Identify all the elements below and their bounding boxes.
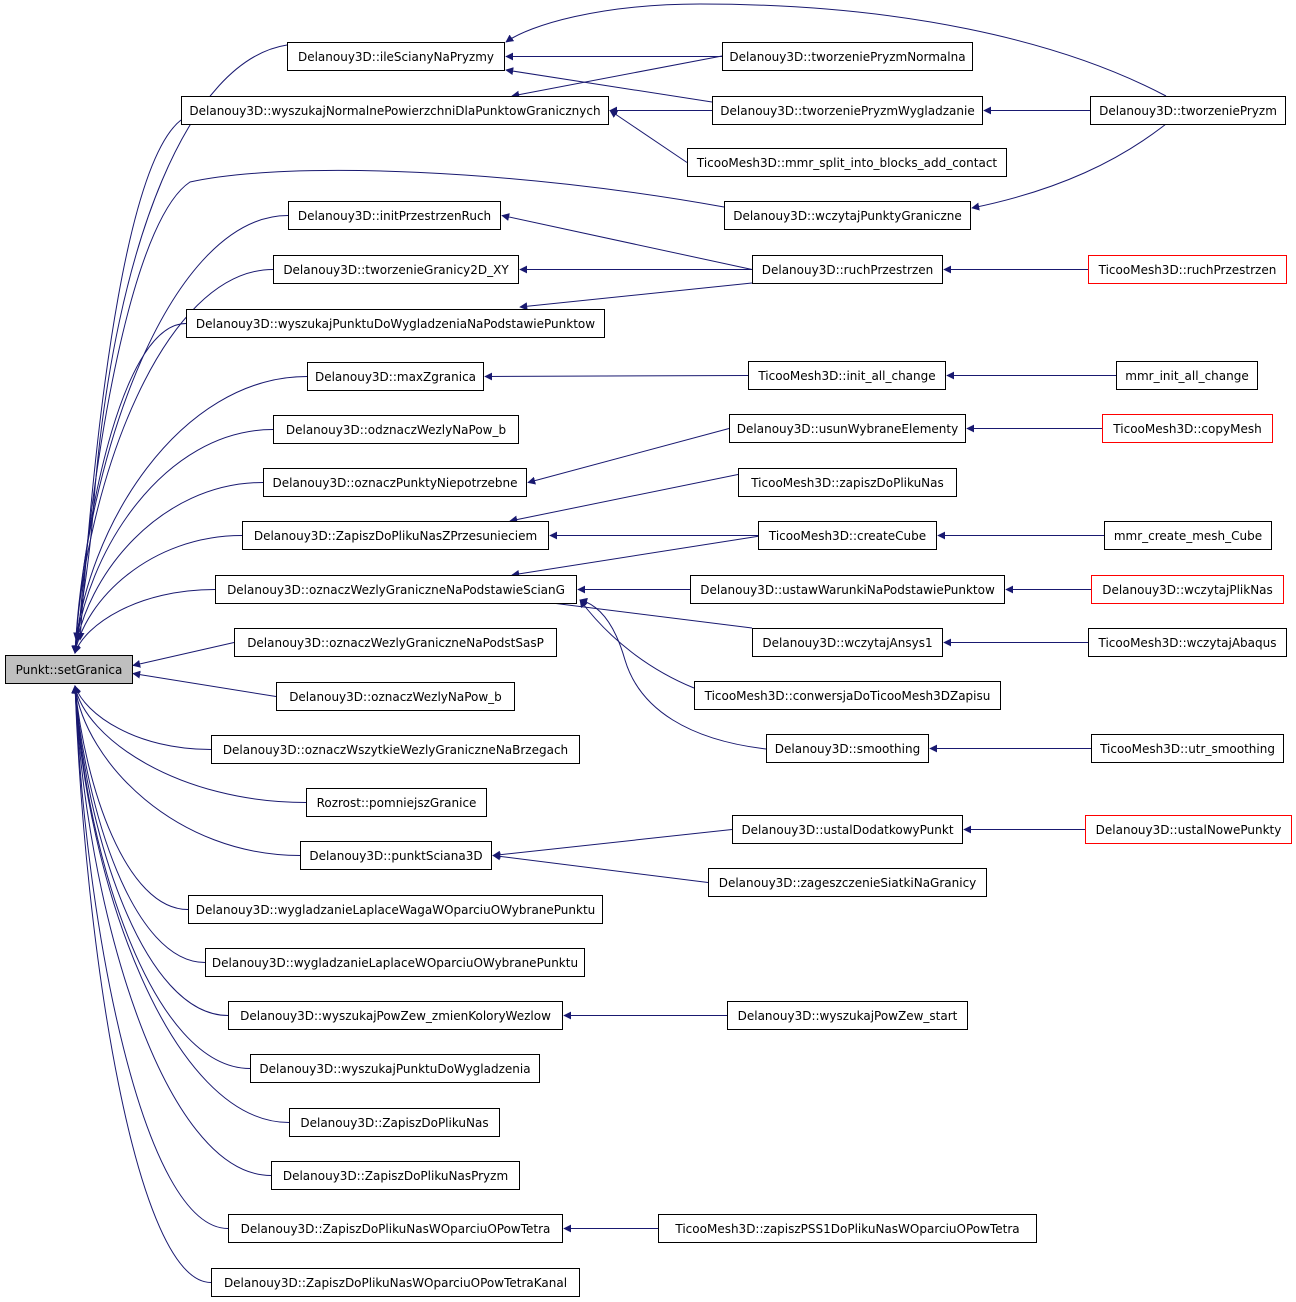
caller-node[interactable]: Delanouy3D::wczytajAnsys1 [752, 628, 943, 657]
caller-node[interactable]: Delanouy3D::ruchPrzestrzen [752, 255, 943, 284]
caller-node[interactable]: Delanouy3D::oznaczWezlyGraniczneNaPodsta… [215, 575, 577, 604]
caller-node[interactable]: Delanouy3D::punktSciana3D [300, 841, 492, 870]
caller-node[interactable]: TicooMesh3D::zapiszPSS1DoPlikuNasWOparci… [658, 1214, 1037, 1243]
caller-node[interactable]: Delanouy3D::ileScianyNaPryzmy [287, 42, 505, 71]
call-edge-n5-to-root [71, 323, 187, 654]
caller-node[interactable]: Delanouy3D::odznaczWezlyNaPow_b [273, 415, 519, 444]
caller-node[interactable]: Delanouy3D::wyszukajPunktuDoWygladzenia [250, 1054, 540, 1083]
call-edge-m5-to-n3 [501, 213, 753, 270]
call-edge-n19-to-root [71, 685, 251, 1069]
caller-node[interactable]: Delanouy3D::ZapiszDoPlikuNasZPrzesunieci… [242, 521, 549, 550]
caller-node[interactable]: Delanouy3D::wczytajPlikNas [1091, 575, 1284, 604]
call-edge-m8-to-n9 [509, 469, 761, 524]
caller-node[interactable]: Delanouy3D::zageszczenieSiatkiNaGranicy [708, 868, 987, 897]
root-node: Punkt::setGranica [5, 655, 133, 684]
call-edge-m12-to-n10 [579, 599, 695, 689]
call-edge-m2-to-n1 [505, 67, 713, 103]
call-edge-n15-to-root [71, 685, 301, 856]
caller-node[interactable]: TicooMesh3D::zapiszDoPlikuNas [738, 468, 957, 497]
caller-node[interactable]: Delanouy3D::ustawWarunkiNaPodstawiePunkt… [690, 575, 1005, 604]
call-edge-n8-to-root [71, 482, 264, 654]
call-edge-m7-to-n8 [527, 428, 730, 485]
call-edge-m9-to-n10 [511, 535, 761, 578]
call-edge-m6-to-n6 [484, 372, 749, 381]
call-edge-n12-to-root [132, 670, 277, 697]
caller-node[interactable]: Rozrost::pomniejszGranice [306, 788, 487, 817]
caller-node[interactable]: Delanouy3D::tworzenieGranicy2D_XY [273, 255, 519, 284]
caller-node[interactable]: Delanouy3D::oznaczWszytkieWezlyGraniczne… [211, 735, 580, 764]
call-edge-m14-to-n15 [492, 829, 733, 859]
caller-node[interactable]: Delanouy3D::oznaczWezlyNaPow_b [276, 682, 515, 711]
caller-node[interactable]: Delanouy3D::ustalDodatkowyPunkt [732, 815, 963, 844]
caller-node[interactable]: Delanouy3D::oznaczWezlyGraniczneNaPodstS… [234, 628, 557, 657]
call-edge-n21-to-root [71, 685, 272, 1176]
caller-node[interactable]: mmr_init_all_change [1116, 361, 1258, 390]
call-edge-m5-to-n5 [519, 282, 753, 311]
call-edge-n10-to-root [73, 589, 216, 654]
caller-node[interactable]: Delanouy3D::maxZgranica [307, 362, 484, 391]
call-edge-m15-to-n15 [492, 852, 709, 883]
caller-node[interactable]: Delanouy3D::ZapiszDoPlikuNasWOparciuOPow… [211, 1268, 580, 1297]
call-edge-n13-to-root [73, 685, 212, 750]
caller-node[interactable]: Delanouy3D::initPrzestrzenRuch [288, 201, 501, 230]
call-edge-n20-to-root [71, 685, 290, 1123]
caller-node[interactable]: TicooMesh3D::wczytajAbaqus [1088, 628, 1287, 657]
caller-node[interactable]: TicooMesh3D::conwersjaDoTicooMesh3DZapis… [694, 681, 1001, 710]
caller-node[interactable]: Delanouy3D::wygladzanieLaplaceWOparciuOW… [205, 948, 585, 977]
caller-node[interactable]: Delanouy3D::ustalNowePunkty [1085, 815, 1292, 844]
call-edge-n6-to-root [71, 376, 308, 654]
call-edge-n22-to-root [71, 685, 229, 1229]
call-edge-n4-to-root [71, 269, 274, 654]
caller-node[interactable]: Delanouy3D::ZapiszDoPlikuNasWOparciuOPow… [228, 1214, 563, 1243]
call-edge-n18-to-root [71, 685, 229, 1016]
caller-node[interactable]: TicooMesh3D::mmr_split_into_blocks_add_c… [687, 148, 1007, 177]
call-edge-m13-to-n10 [579, 597, 767, 750]
caller-node[interactable]: TicooMesh3D::copyMesh [1102, 414, 1273, 443]
caller-node[interactable]: Delanouy3D::tworzeniePryzm [1090, 96, 1286, 125]
caller-node[interactable]: TicooMesh3D::init_all_change [748, 361, 946, 390]
caller-node[interactable]: Delanouy3D::oznaczPunktyNiepotrzebne [263, 468, 527, 497]
caller-node[interactable]: Delanouy3D::usunWybraneElementy [729, 414, 966, 443]
call-edge-m1-to-n2 [511, 55, 723, 99]
call-edge-m3-to-n2 [609, 110, 688, 163]
caller-node[interactable]: Delanouy3D::wyszukajPunktuDoWygladzeniaN… [186, 309, 605, 338]
call-edge-n17-to-root [71, 685, 206, 963]
call-edge-r1-to-m4 [971, 123, 1167, 211]
caller-node[interactable]: mmr_create_mesh_Cube [1104, 521, 1272, 550]
caller-node[interactable]: TicooMesh3D::utr_smoothing [1091, 734, 1284, 763]
call-edge-n7-to-root [71, 429, 274, 654]
caller-node[interactable]: Delanouy3D::ZapiszDoPlikuNas [289, 1108, 500, 1137]
caller-node[interactable]: Delanouy3D::tworzeniePryzmWygladzanie [712, 96, 983, 125]
call-edge-n23-to-root [71, 685, 212, 1283]
caller-node[interactable]: Delanouy3D::wygladzanieLaplaceWagaWOparc… [188, 895, 603, 924]
caller-node[interactable]: Delanouy3D::wyszukajNormalnePowierzchniD… [181, 96, 609, 125]
caller-node[interactable]: Delanouy3D::wczytajPunktyGraniczne [724, 201, 971, 230]
caller-node[interactable]: Delanouy3D::tworzeniePryzmNormalna [722, 42, 973, 71]
caller-node[interactable]: Delanouy3D::smoothing [766, 734, 929, 763]
call-edge-n16-to-root [71, 685, 189, 910]
caller-node[interactable]: TicooMesh3D::ruchPrzestrzen [1088, 255, 1287, 284]
call-edge-r1-to-n1 [505, 3, 1167, 97]
caller-node[interactable]: Delanouy3D::wyszukajPowZew_start [727, 1001, 968, 1030]
call-edge-n11-to-root [132, 642, 235, 668]
caller-node[interactable]: TicooMesh3D::createCube [758, 521, 937, 550]
call-edge-n1-to-root [73, 44, 288, 641]
call-edge-n14-to-root [72, 685, 307, 803]
call-edge-m4-to-root [74, 169, 725, 641]
caller-node[interactable]: Delanouy3D::wyszukajPowZew_zmienKoloryWe… [228, 1001, 563, 1030]
caller-node[interactable]: Delanouy3D::ZapiszDoPlikuNasPryzm [271, 1161, 520, 1190]
